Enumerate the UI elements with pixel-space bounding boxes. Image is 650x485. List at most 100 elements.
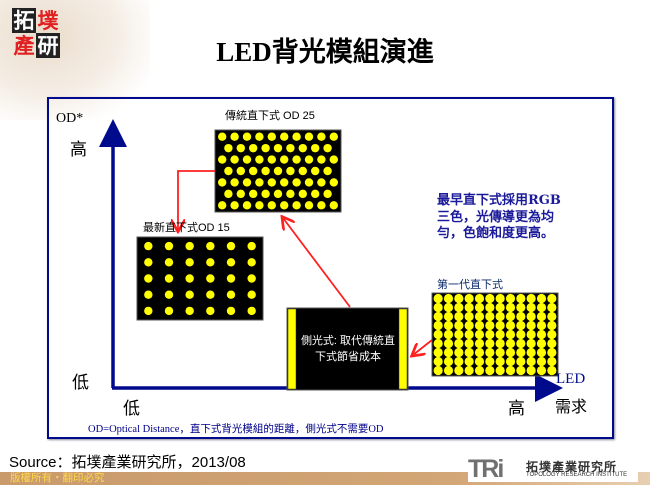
led-dot (536, 338, 547, 349)
led-dot (547, 320, 557, 331)
led-dot (536, 356, 547, 367)
led-dot (298, 189, 307, 199)
led-dot (454, 338, 464, 349)
led-dot (329, 201, 338, 210)
led-dot (443, 347, 454, 358)
led-dot (526, 356, 536, 367)
led-dot (144, 306, 153, 316)
logo-char: 產 (13, 33, 35, 58)
logo: 拓墣產研 (12, 8, 62, 58)
led-dot (273, 189, 283, 199)
led-dot (464, 293, 474, 304)
led-dot (230, 178, 239, 187)
led-dot (485, 356, 495, 367)
led-dot (206, 306, 215, 316)
led-dot (224, 143, 233, 153)
led-dot (286, 166, 295, 176)
led-dot (317, 132, 326, 141)
led-dot (230, 155, 239, 164)
led-dot (273, 166, 283, 176)
led-dot (164, 306, 174, 316)
logo-char: 拓 (12, 8, 36, 33)
led-dot (286, 189, 295, 199)
led-dot (247, 290, 256, 299)
led-dot (164, 274, 174, 283)
led-dot (547, 302, 557, 313)
led-dot (516, 365, 526, 376)
led-dot (526, 320, 536, 331)
led-dot (329, 132, 338, 141)
led-dot (454, 293, 464, 304)
led-dot (495, 320, 505, 331)
led-dot (516, 302, 526, 313)
led-dot (247, 274, 256, 283)
led-dot (474, 320, 485, 331)
led-dot (526, 329, 536, 340)
led-dot (249, 166, 258, 176)
led-dot (317, 178, 326, 187)
led-dot (485, 320, 495, 331)
led-dot (323, 166, 332, 176)
led-dot (536, 302, 547, 313)
led-dot (298, 166, 307, 176)
led-dot (267, 132, 276, 141)
led-dot (242, 132, 252, 141)
led-dot (311, 166, 320, 176)
arrow-firstgen-to-edge (413, 339, 433, 355)
led-dot (547, 293, 557, 304)
led-dot (516, 311, 526, 322)
led-dot (226, 306, 236, 316)
brand-logo: TRi 拓墣產業研究所 TOPOLOGY RESEARCH INSTITUTE (468, 455, 638, 483)
led-dot (474, 347, 485, 358)
led-dot (304, 155, 314, 164)
led-dot (464, 338, 474, 349)
led-dot (443, 356, 454, 367)
led-dot (185, 258, 194, 267)
led-dot (433, 311, 443, 322)
led-dot (505, 311, 516, 322)
led-dot (185, 274, 194, 283)
led-dot (485, 347, 495, 358)
x-low-label: 低 (123, 399, 140, 418)
led-dot (206, 290, 215, 299)
led-dot (474, 302, 485, 313)
led-dot (230, 201, 239, 210)
led-dot (505, 347, 516, 358)
led-dot (474, 311, 485, 322)
led-dot (433, 302, 443, 313)
led-dot (495, 338, 505, 349)
led-dot (443, 338, 454, 349)
led-dot (323, 143, 332, 153)
led-dot (526, 365, 536, 376)
led-dot (474, 293, 485, 304)
led-dot (261, 166, 270, 176)
led-dot (247, 306, 256, 316)
led-dot (547, 338, 557, 349)
led-dot (304, 132, 314, 141)
led-dot (536, 293, 547, 304)
led-dot (292, 132, 301, 141)
led-dot (185, 306, 194, 316)
led-dot (317, 201, 326, 210)
led-dot (433, 329, 443, 340)
led-dot (292, 201, 301, 210)
led-dot (516, 293, 526, 304)
led-dot (255, 201, 264, 210)
panel-label: 傳統直下式 OD 25 (225, 110, 315, 122)
led-dot (464, 311, 474, 322)
led-dot (547, 311, 557, 322)
led-dot (505, 365, 516, 376)
led-dot (144, 258, 153, 267)
led-dot (218, 132, 227, 141)
led-dot (218, 178, 227, 187)
led-dot (536, 365, 547, 376)
y-low-label: 低 (72, 373, 89, 392)
led-dot (242, 201, 252, 210)
led-dot (474, 365, 485, 376)
led-dot (516, 338, 526, 349)
led-dot (536, 311, 547, 322)
copyright-text: 版權所有‧翻印必究 (10, 472, 105, 484)
led-dot (255, 132, 264, 141)
led-dot (474, 338, 485, 349)
panel-label: 第一代直下式 (437, 279, 503, 291)
